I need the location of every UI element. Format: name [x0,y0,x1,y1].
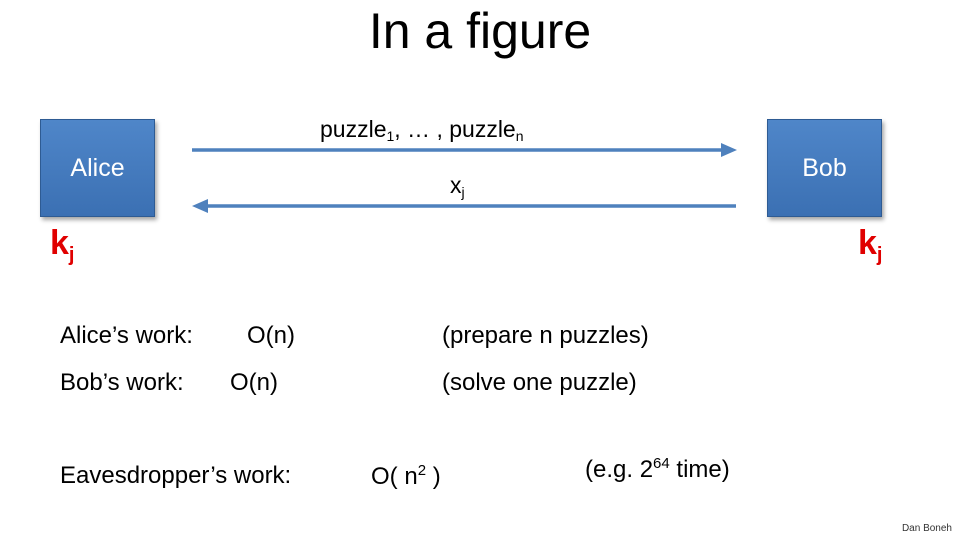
eve-work-cost-suffix: ) [426,463,441,490]
forward-message-end-sub: n [515,128,524,144]
arrow-alice-to-bob-head [721,143,737,157]
arrow-bob-to-alice-head [192,199,208,213]
backward-message: xj [450,172,465,200]
bob-key-sub: j [876,244,883,266]
forward-message: puzzle1, … , puzzlen [320,116,524,144]
alice-work-note: (prepare n puzzles) [442,322,649,349]
alice-key-sub: j [68,244,75,266]
author-footer: Dan Boneh [901,523,952,534]
alice-work-label: Alice’s work: [60,322,193,349]
eve-work-cost: O( n2 ) [371,462,441,491]
eve-work-note-exp: 64 [653,455,670,472]
forward-message-start-sub: 1 [386,128,395,144]
forward-message-middle: , … , puzzle [394,116,516,142]
eve-work-note-prefix: (e.g. 2 [585,456,654,483]
bob-box: Bob [767,119,882,217]
backward-message-base: x [450,172,462,198]
bob-key-base: k [858,224,877,262]
bob-work-label: Bob’s work: [60,369,184,396]
bob-work-note: (solve one puzzle) [442,369,637,396]
slide-title: In a figure [368,3,592,59]
eve-work-note-suffix: time) [669,456,730,483]
eve-work-cost-prefix: O( n [371,463,418,490]
alice-label: Alice [70,153,125,182]
alice-key-base: k [50,224,69,262]
eve-work-label: Eavesdropper’s work: [60,462,292,489]
eve-work-cost-exp: 2 [417,462,427,479]
forward-message-start: puzzle [320,116,387,142]
alice-box: Alice [40,119,155,217]
bob-key: kj [858,224,882,267]
eve-work-note: (e.g. 264 time) [585,455,730,484]
alice-key: kj [50,224,74,267]
backward-message-sub: j [461,184,465,200]
bob-work-cost: O(n) [230,369,278,396]
bob-label: Bob [802,153,847,182]
alice-work-cost: O(n) [247,322,295,349]
